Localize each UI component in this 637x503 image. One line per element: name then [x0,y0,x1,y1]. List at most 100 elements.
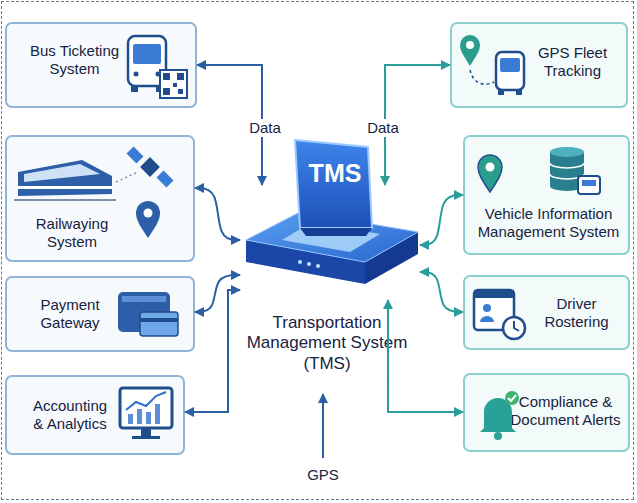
database-icon-part [550,163,584,179]
qr-code-icon-part [177,73,184,80]
satellite-icon-part [140,157,160,177]
tms-device-part [300,228,372,236]
database-icon-part [550,181,584,191]
wallet-icon-part [140,318,178,322]
fleet-bus-icon-part [496,52,524,90]
alert-bell-icon-part [508,395,516,401]
roster-calendar-icon-part [480,316,494,322]
connector-arrow [420,272,463,312]
analytics-monitor-icon-part [128,414,133,424]
train-icon-part [18,186,112,189]
system-box: Bus Ticketing System [5,22,197,108]
connector-arrow [195,188,240,240]
screen-label: TMS [300,158,370,188]
bus-icon-part [128,36,166,86]
analytics-monitor-icon-part [120,388,172,428]
tms-device-part [365,232,418,284]
alert-bell-icon [480,391,519,440]
system-box: Payment Gateway [5,276,195,352]
system-box: Railwaying System [5,135,195,262]
edge-label: Data [364,119,402,137]
alert-bell-icon-part [494,432,502,440]
tms-device-part [316,264,320,268]
wallet-icon-part [140,312,178,336]
tms-device-part [282,222,380,252]
box-label: Compliance & Document Alerts [503,393,628,429]
bus-icon-part [156,72,161,77]
qr-code-icon-part [178,89,183,94]
gps-pin-icon-part [460,35,480,66]
vehicle-pin-icon-part [486,163,495,172]
location-pin-icon [136,201,160,238]
system-box: Compliance & Document Alerts [463,373,630,452]
satellite-icon-part [116,172,138,182]
satellite-icon-part [127,147,144,164]
connector-arrow [195,275,240,312]
connector-arrow [197,65,262,185]
box-label: Driver Rostering [529,295,624,331]
box-label: Railwaying System [17,215,127,251]
analytics-monitor-icon [120,388,172,439]
analytics-monitor-icon-part [132,436,160,439]
satellite-icon [116,147,173,188]
analytics-monitor-icon-part [126,392,166,410]
tms-device-part [298,260,302,264]
alert-bell-icon-part [505,391,519,405]
system-box: Accounting & Analytics [5,375,185,455]
bus-icon-part [133,44,161,64]
roster-calendar-icon-part [474,290,514,298]
location-pin-icon-part [144,209,153,218]
gps-input-arrow-part [322,394,324,458]
tms-device-part [295,140,372,228]
database-icon-part [582,180,596,186]
wallet-icon-part [118,292,170,332]
wallet-icon-part [122,296,166,302]
train-icon-part [24,164,100,182]
edge-label: Data [246,119,284,137]
database-icon-part [550,147,584,157]
database-icon-part [550,152,584,186]
tms-device-part [307,262,311,266]
box-label: Payment Gateway [15,296,125,332]
qr-code-icon-part [160,70,187,98]
analytics-monitor-icon-part [141,428,151,436]
vehicle-pin-icon [478,155,502,192]
gps-pin-icon-part [470,70,494,84]
fleet-bus-icon-part [500,58,520,72]
roster-calendar-icon-part [514,321,519,331]
tms-device [246,140,418,284]
connector-arrow [420,195,463,245]
fleet-bus-icon-part [516,90,522,95]
vehicle-pin-icon-part [478,155,502,192]
satellite-icon-part [157,171,174,188]
analytics-monitor-icon-part [146,412,151,424]
analytics-monitor-icon-part [155,404,160,424]
roster-calendar-icon-part [474,290,514,330]
bus-icon-part [131,86,138,92]
bus-icon-part [156,86,163,92]
tms-device-part [246,240,365,284]
signal-label: GPS [304,466,342,484]
gps-pin-icon-part [466,41,474,49]
bus-icon-part [134,72,139,77]
fleet-bus-icon-part [498,90,504,95]
connector-arrow [185,290,240,412]
analytics-monitor-icon-part [137,409,142,424]
box-label: Accounting & Analytics [26,397,114,433]
roster-calendar-icon [474,290,525,339]
database-icon-part [578,176,600,194]
location-pin-icon-part [136,201,160,238]
gps-input-arrow [323,394,324,458]
gps-pin-icon [460,35,494,84]
tms-hub: TMSTransportation Management System (TMS… [240,185,420,300]
box-label: GPS Fleet Tracking [520,44,625,80]
qr-code-icon-part [163,88,170,95]
qr-code-icon-part [163,73,170,80]
box-label: Vehicle Information Management System [469,205,628,241]
database-icon [550,147,600,194]
wallet-icon [118,292,178,336]
qr-code-icon [160,70,187,98]
roster-calendar-icon-part [503,317,525,339]
train-icon-part [14,199,116,201]
